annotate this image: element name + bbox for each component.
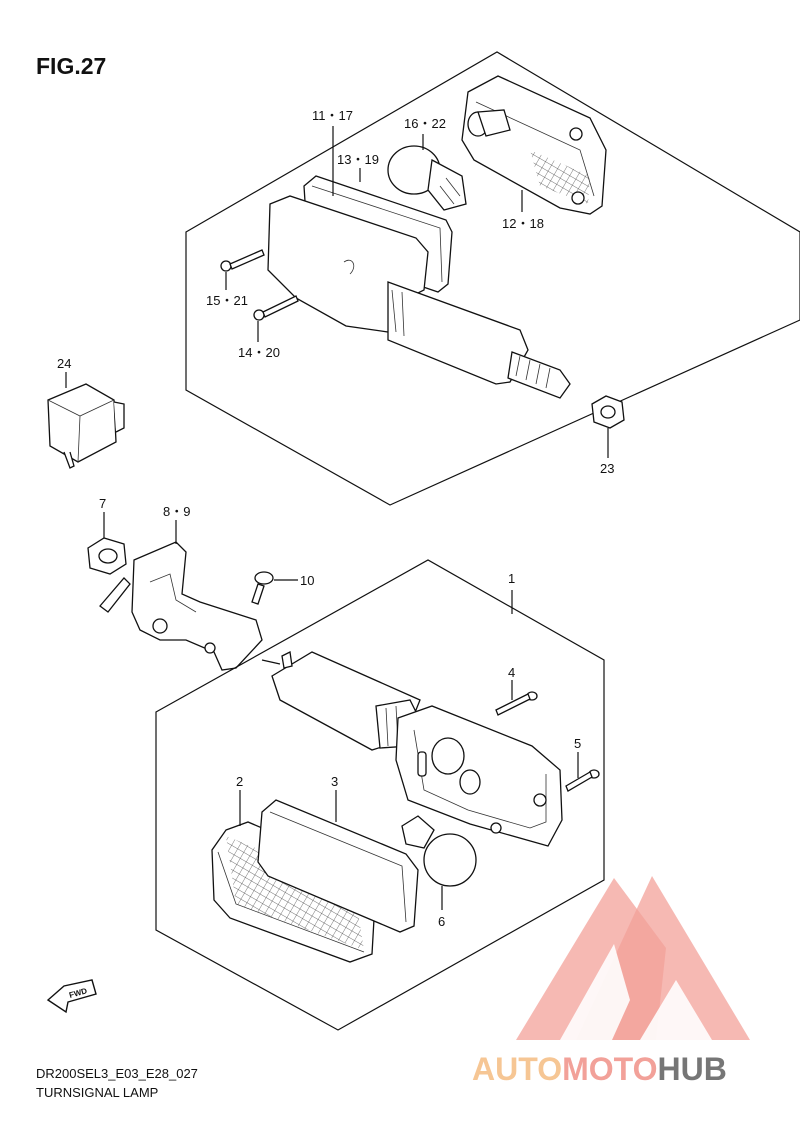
callout-5: 5 — [574, 736, 581, 751]
lens-upper — [461, 75, 607, 215]
figure-code: DR200SEL3_E03_E28_027 — [36, 1066, 198, 1081]
screw-upper-1 — [220, 249, 265, 272]
nut-7 — [87, 512, 127, 575]
nut-23 — [591, 395, 625, 429]
figure-name: TURNSIGNAL LAMP — [36, 1085, 158, 1100]
callout-2: 2 — [236, 774, 243, 789]
callout-1: 1 — [508, 571, 515, 586]
watermark-hub: HUB — [657, 1051, 726, 1087]
bulb-upper — [387, 145, 467, 211]
callout-12-18: 12・18 — [502, 216, 544, 231]
fwd-arrow: FWD — [46, 979, 97, 1014]
relay-24 — [47, 383, 125, 469]
housing-upper — [267, 195, 571, 399]
callout-11-17: 11・17 — [312, 108, 353, 123]
callout-23: 23 — [600, 461, 614, 476]
callout-4: 4 — [508, 665, 515, 680]
watermark-logo: AUTOMOTOHUB — [472, 876, 750, 1087]
screw-upper-2 — [253, 295, 299, 321]
callout-14-20: 14・20 — [238, 345, 280, 360]
callout-16-22: 16・22 — [404, 116, 446, 131]
screw-5 — [565, 752, 600, 792]
figure-title: FIG.27 — [36, 53, 106, 79]
callout-3: 3 — [331, 774, 338, 789]
callout-8-9: 8・9 — [163, 504, 190, 519]
bracket-8-9 — [99, 520, 263, 671]
callout-13-19: 13・19 — [337, 152, 379, 167]
lower-assembly-frame — [155, 559, 605, 1031]
svg-text:AUTOMOTOHUB: AUTOMOTOHUB — [472, 1051, 727, 1087]
callout-24: 24 — [57, 356, 71, 371]
screw-4 — [495, 680, 538, 716]
watermark-moto: MOTO — [562, 1051, 657, 1087]
upper-assembly-frame — [185, 51, 800, 506]
callout-15-21: 15・21 — [206, 293, 248, 308]
callout-10: 10 — [300, 573, 314, 588]
leaders-upper — [65, 126, 609, 458]
callout-6: 6 — [438, 914, 445, 929]
bulb-lower — [401, 815, 477, 910]
watermark-auto: AUTO — [472, 1051, 562, 1087]
gasket-lower — [257, 790, 419, 933]
callout-7: 7 — [99, 496, 106, 511]
housing-lower — [261, 590, 563, 847]
screw-10 — [251, 571, 298, 605]
